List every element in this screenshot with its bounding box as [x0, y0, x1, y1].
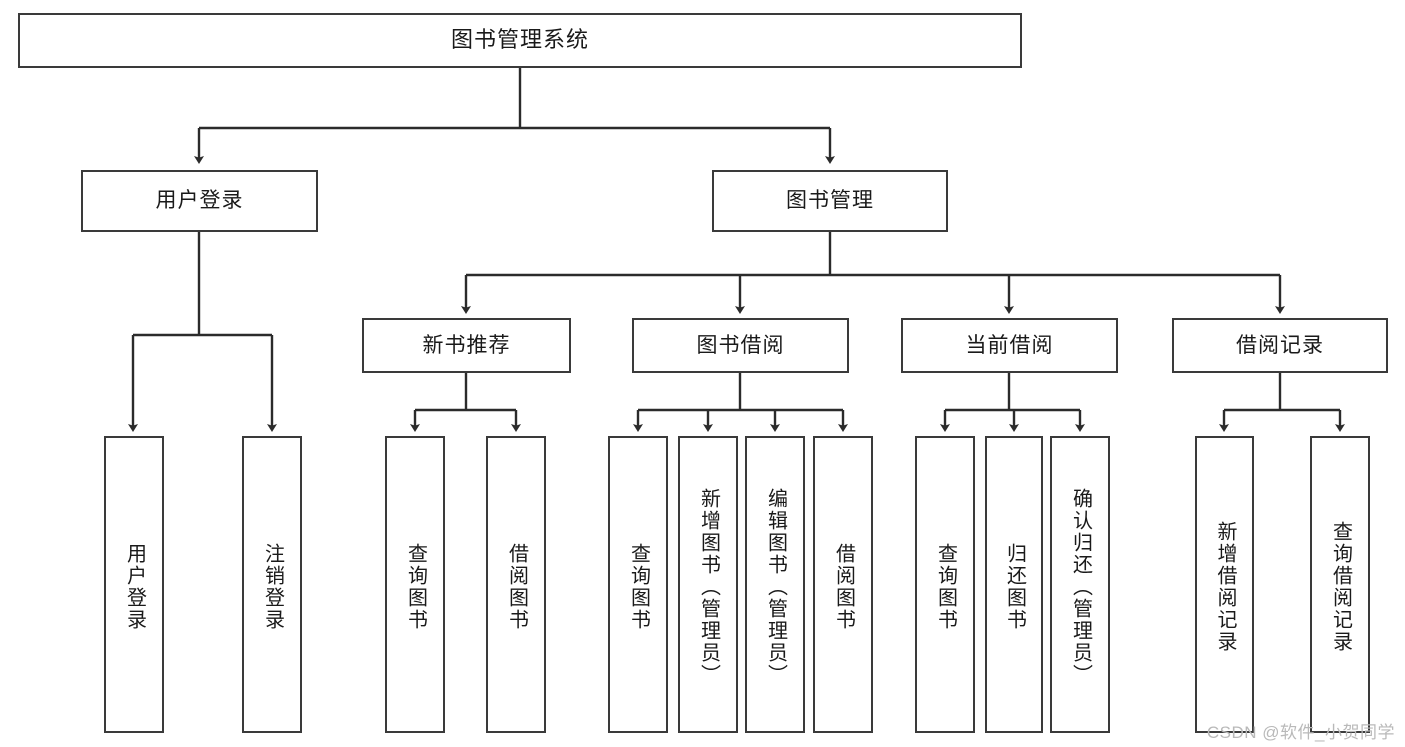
leaf-query-book-recommend[interactable]: 查询图书: [385, 436, 445, 733]
leaf-logout[interactable]: 注销登录: [242, 436, 302, 733]
leaf-return-book[interactable]: 归还图书: [985, 436, 1043, 733]
leaf-query-borrow-record[interactable]: 查询借阅记录: [1310, 436, 1370, 733]
node-label: 归还图书: [1003, 542, 1026, 631]
node-book-manage[interactable]: 图书管理: [712, 170, 948, 232]
node-label: 图书管理: [786, 189, 874, 213]
node-label: 用户登录: [155, 189, 244, 213]
node-label: 图书管理系统: [450, 27, 589, 53]
node-book-borrow[interactable]: 图书借阅: [632, 318, 849, 373]
node-label: 注销登录: [261, 542, 284, 631]
node-label: 新书推荐: [422, 333, 511, 357]
node-label: 借阅图书: [505, 542, 528, 631]
node-label: 借阅记录: [1236, 333, 1324, 357]
leaf-add-borrow-record[interactable]: 新增借阅记录: [1195, 436, 1254, 733]
node-label: 新增借阅记录: [1214, 520, 1236, 653]
leaf-query-book-borrow[interactable]: 查询图书: [608, 436, 668, 733]
leaf-edit-book-admin[interactable]: 编辑图书（管理员）: [745, 436, 805, 733]
node-label: 新增图书（管理员）: [697, 487, 720, 686]
node-label: 当前借阅: [965, 333, 1054, 357]
leaf-borrow-book[interactable]: 借阅图书: [813, 436, 873, 733]
leaf-add-book-admin[interactable]: 新增图书（管理员）: [678, 436, 738, 733]
node-user-login[interactable]: 用户登录: [81, 170, 318, 232]
leaf-user-login[interactable]: 用户登录: [104, 436, 164, 733]
node-current-borrow[interactable]: 当前借阅: [901, 318, 1118, 373]
node-root-system[interactable]: 图书管理系统: [18, 13, 1022, 68]
leaf-confirm-return-admin[interactable]: 确认归还（管理员）: [1050, 436, 1110, 733]
node-label: 确认归还（管理员）: [1069, 487, 1092, 686]
leaf-query-book-current[interactable]: 查询图书: [915, 436, 975, 733]
node-label: 图书借阅: [696, 333, 785, 357]
node-label: 查询图书: [627, 542, 650, 631]
leaf-borrow-book-recommend[interactable]: 借阅图书: [486, 436, 546, 733]
node-label: 查询图书: [934, 542, 957, 631]
node-label: 查询图书: [404, 542, 427, 631]
node-borrow-record[interactable]: 借阅记录: [1172, 318, 1388, 373]
node-label: 查询借阅记录: [1329, 520, 1352, 653]
csdn-watermark: CSDN @软件_小贺同学: [1206, 723, 1395, 742]
node-label: 编辑图书（管理员）: [764, 487, 787, 686]
node-new-book-recommend[interactable]: 新书推荐: [362, 318, 571, 373]
node-label: 用户登录: [123, 542, 146, 631]
node-label: 借阅图书: [832, 542, 855, 631]
